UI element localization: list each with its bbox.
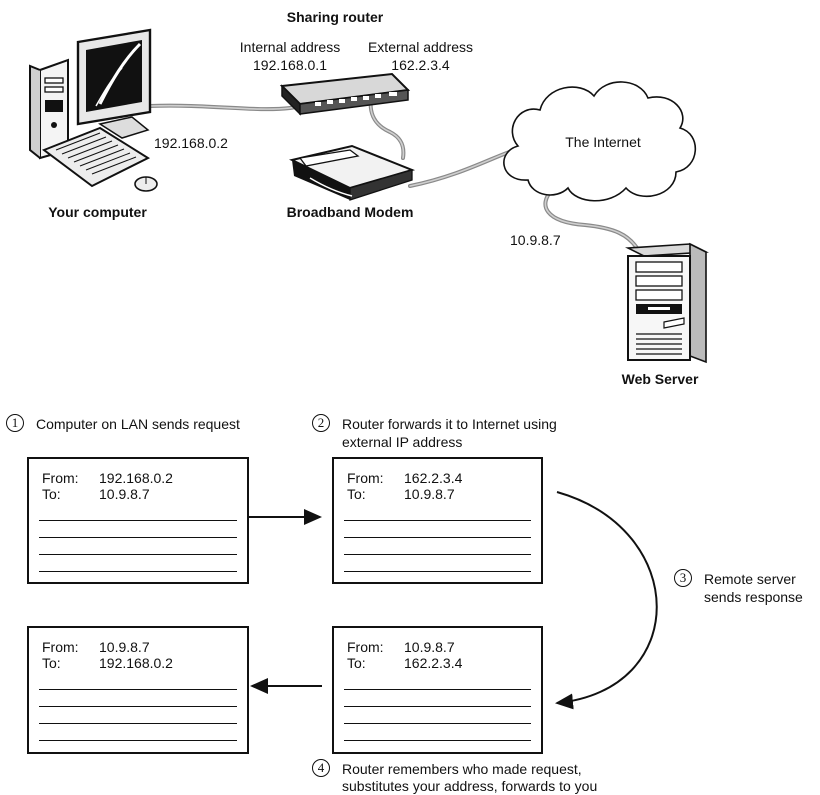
router-title: Sharing router [286, 9, 384, 25]
to-value: 10.9.8.7 [99, 486, 150, 502]
to-value: 192.168.0.2 [99, 655, 173, 671]
packet-from-row: From: 192.168.0.2 [42, 470, 173, 486]
from-label: From: [42, 639, 79, 655]
flow-arrows [249, 491, 658, 710]
step-text: Router forwards it to Internet using [342, 416, 557, 432]
arrow-3-response [555, 491, 658, 710]
from-value: 192.168.0.2 [99, 470, 173, 486]
packet-request-internet: From: 162.2.3.4 To: 10.9.8.7 [332, 457, 543, 584]
computer-ip: 192.168.0.2 [154, 135, 228, 151]
to-label: To: [347, 486, 366, 502]
payload-line [39, 537, 237, 538]
server-icon [624, 242, 710, 364]
router-icon [279, 72, 411, 116]
payload-line [344, 723, 531, 724]
step-text: substitutes your address, forwards to yo… [342, 778, 598, 794]
packet-to-row: To: 192.168.0.2 [42, 655, 173, 671]
payload-line [344, 554, 531, 555]
step-text: Router remembers who made request, [342, 761, 582, 777]
step-text: external IP address [342, 434, 463, 450]
from-value: 10.9.8.7 [99, 639, 150, 655]
to-value: 10.9.8.7 [404, 486, 455, 502]
packet-from-row: From: 10.9.8.7 [347, 639, 455, 655]
to-label: To: [42, 655, 61, 671]
computer-label: Your computer [48, 204, 147, 220]
packet-from-row: From: 10.9.8.7 [42, 639, 150, 655]
from-value: 162.2.3.4 [404, 470, 463, 486]
from-label: From: [42, 470, 79, 486]
from-label: From: [347, 639, 384, 655]
packet-request-lan: From: 192.168.0.2 To: 10.9.8.7 [27, 457, 249, 584]
step-number: 2 [312, 414, 330, 432]
packet-to-row: To: 10.9.8.7 [347, 486, 455, 502]
step-number: 3 [674, 569, 692, 587]
payload-line [344, 571, 531, 572]
packet-to-row: To: 162.2.3.4 [347, 655, 462, 671]
to-label: To: [42, 486, 61, 502]
payload-line [344, 740, 531, 741]
packet-from-row: From: 162.2.3.4 [347, 470, 462, 486]
from-label: From: [347, 470, 384, 486]
step-number: 1 [6, 414, 24, 432]
payload-line [344, 689, 531, 690]
server-ip: 10.9.8.7 [510, 232, 561, 248]
packet-to-row: To: 10.9.8.7 [42, 486, 150, 502]
internal-ip: 192.168.0.1 [253, 57, 327, 73]
payload-line [344, 537, 531, 538]
packet-response-internet: From: 10.9.8.7 To: 162.2.3.4 [332, 626, 543, 754]
step-text: Computer on LAN sends request [36, 416, 240, 432]
external-address-label: External address [367, 39, 474, 55]
internet-label: The Internet [565, 134, 641, 150]
payload-line [344, 520, 531, 521]
step-text: Remote server [704, 571, 796, 587]
payload-line [344, 706, 531, 707]
internet-cloud-icon [503, 81, 697, 202]
step-text: sends response [704, 589, 803, 605]
server-label: Web Server [621, 371, 699, 387]
payload-line [39, 571, 237, 572]
modem-label: Broadband Modem [286, 204, 414, 220]
to-label: To: [347, 655, 366, 671]
payload-line [39, 520, 237, 521]
payload-line [39, 740, 237, 741]
external-ip: 162.2.3.4 [391, 57, 450, 73]
from-value: 10.9.8.7 [404, 639, 455, 655]
payload-line [39, 689, 237, 690]
modem-icon [289, 144, 416, 201]
to-value: 162.2.3.4 [404, 655, 463, 671]
payload-line [39, 554, 237, 555]
payload-line [39, 723, 237, 724]
packet-response-lan: From: 10.9.8.7 To: 192.168.0.2 [27, 626, 249, 754]
computer-icon [29, 28, 158, 192]
payload-line [39, 706, 237, 707]
step-number: 4 [312, 759, 330, 777]
internal-address-label: Internal address [239, 39, 341, 55]
